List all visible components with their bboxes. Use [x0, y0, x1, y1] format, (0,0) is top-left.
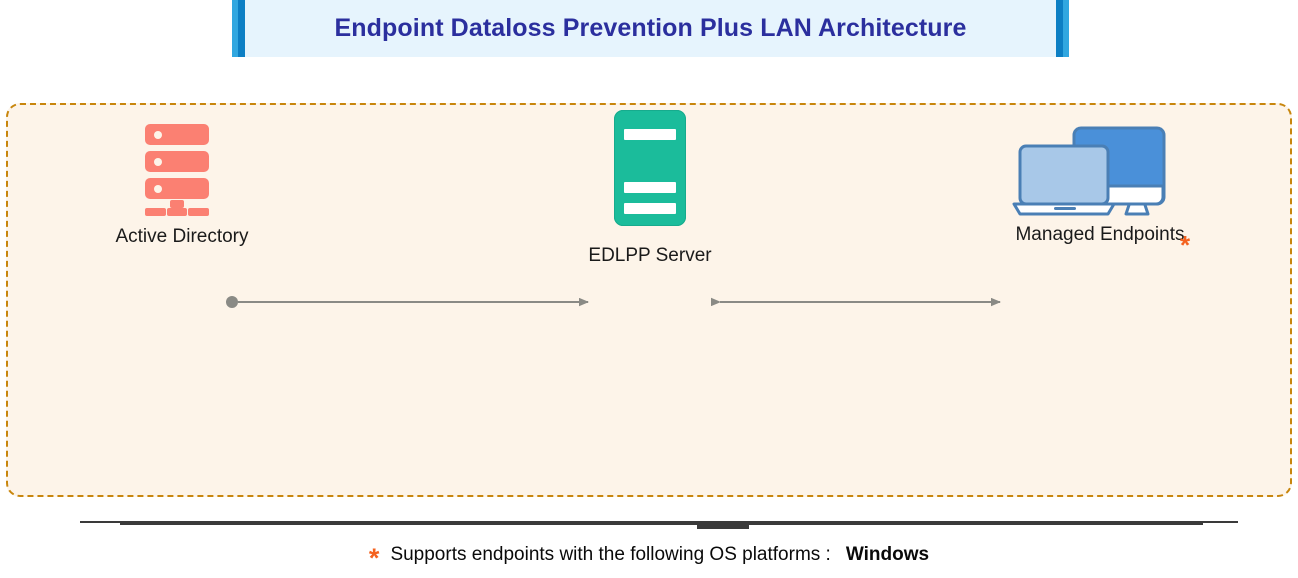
- monitor-laptop-icon: [1012, 126, 1188, 220]
- footer-divider: [80, 521, 1238, 529]
- title-left-accent-bar: [232, 0, 245, 57]
- node-label-active-directory: Active Directory: [115, 226, 249, 247]
- page-title-banner: Endpoint Dataloss Prevention Plus LAN Ar…: [232, 0, 1069, 57]
- page-title: Endpoint Dataloss Prevention Plus LAN Ar…: [334, 14, 967, 42]
- endpoint-platform-marker-icon: *: [1180, 230, 1191, 260]
- title-right-accent-bar: [1056, 0, 1069, 57]
- footer-note: * Supports endpoints with the following …: [0, 543, 1298, 573]
- footnote-asterisk-icon: *: [368, 543, 380, 573]
- node-edlpp-server[interactable]: EDLPP Server: [560, 110, 740, 267]
- footnote-text: Supports endpoints with the following OS…: [390, 544, 831, 565]
- footnote-platform-list: Windows: [845, 544, 930, 565]
- node-label-managed-endpoints: Managed Endpoints: [1015, 224, 1185, 245]
- node-managed-endpoints[interactable]: Managed Endpoints: [1000, 126, 1200, 246]
- node-label-edlpp-server: EDLPP Server: [588, 245, 712, 266]
- node-active-directory[interactable]: Active Directory: [92, 124, 272, 248]
- server-stack-icon: [145, 124, 219, 220]
- server-tower-icon: [614, 110, 686, 226]
